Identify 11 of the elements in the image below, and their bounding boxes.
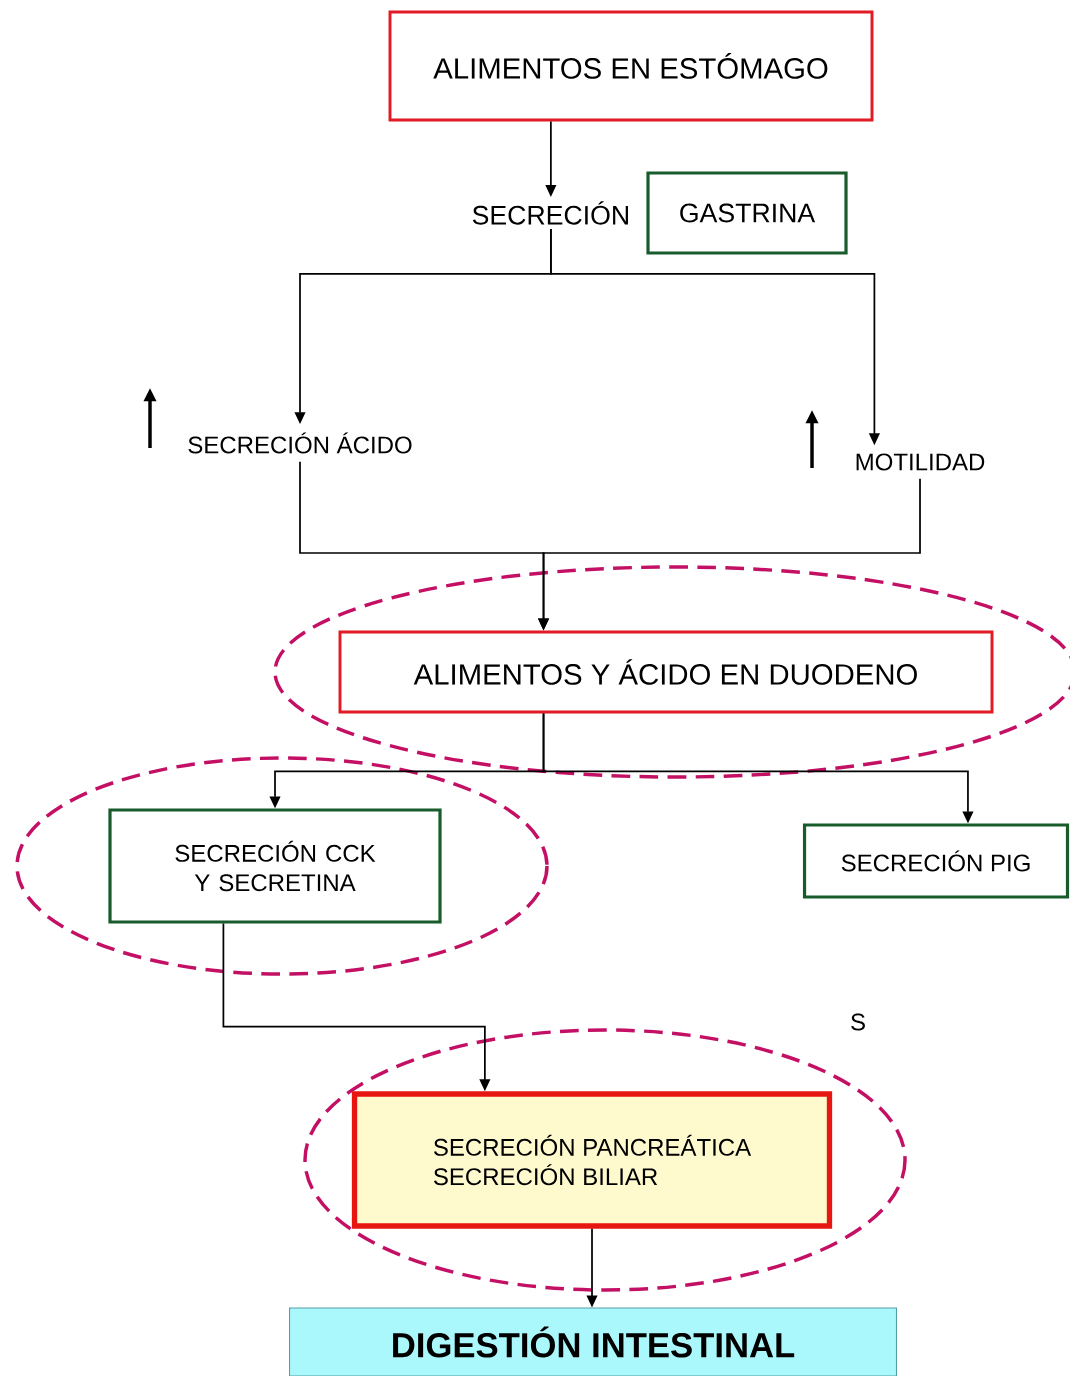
process-box: SECRECIÓN PANCREÁTICA SECRECIÓN BILIAR: [351, 1091, 833, 1229]
note-text: S: [851, 1013, 865, 1031]
hormone-box: SECRECIÓN PIG: [802, 823, 1070, 899]
node-text: SECRECIÓN ÁCIDO: [179, 424, 421, 462]
hormone-box: SECRECIÓN CCK Y SECRETINA: [108, 808, 442, 924]
result-box: DIGESTIÓN INTESTINAL: [289, 1307, 897, 1376]
process-box: ALIMENTOS Y ÁCIDO EN DUODENO: [338, 630, 994, 714]
node-text: MOTILIDAD: [846, 445, 994, 479]
process-box: ALIMENTOS EN ESTÓMAGO: [388, 10, 874, 122]
caption-text: SECRECIÓN: [472, 201, 628, 225]
hormone-box: GASTRINA: [646, 171, 848, 255]
